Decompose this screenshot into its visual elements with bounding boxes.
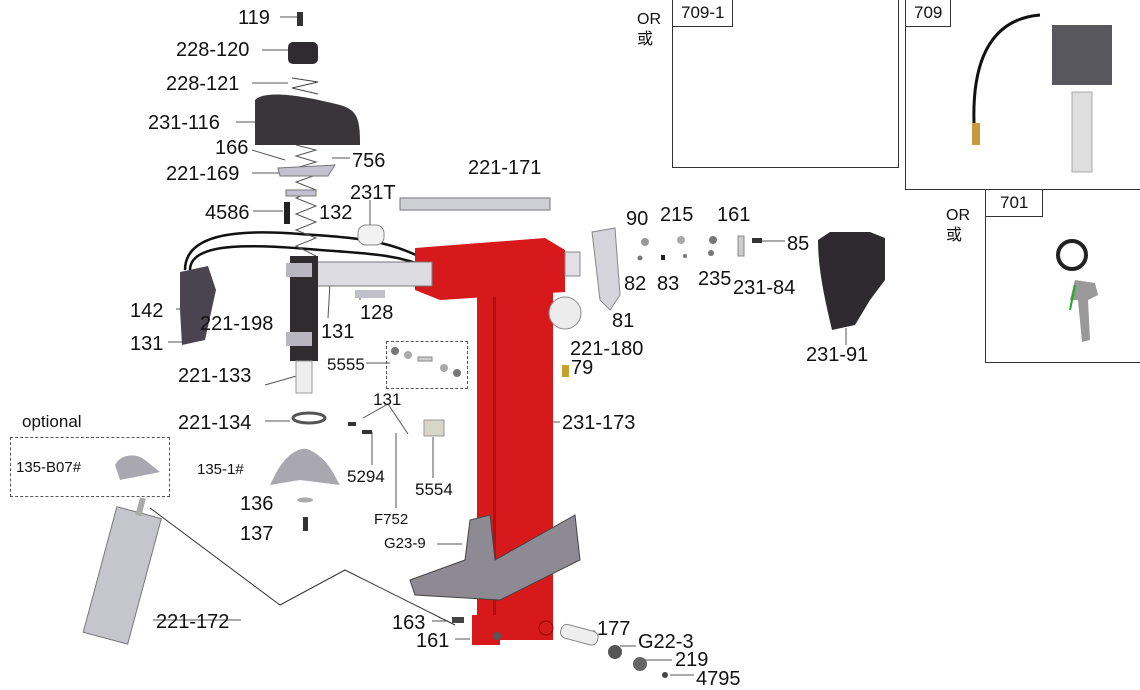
- cylinder-221-172: [82, 497, 162, 645]
- part-label: 235: [698, 268, 732, 290]
- clamp-135-1: [270, 448, 340, 485]
- foot-G23-9: [409, 514, 581, 601]
- part-label: 221-198: [200, 313, 274, 335]
- bracket-142: [180, 266, 216, 345]
- part-label: 161: [717, 204, 751, 226]
- gauge-709-box: 709: [905, 0, 1140, 190]
- handle-231-116: [255, 94, 360, 145]
- part-label: 231-116: [148, 112, 220, 134]
- part-label: 161: [416, 630, 450, 652]
- cable: [188, 244, 431, 271]
- part-label: 221-133: [178, 365, 252, 387]
- part-label: 135-1#: [197, 461, 244, 478]
- gauge-701-box: 701: [985, 189, 1140, 363]
- gauge-709-1-code: 709-1: [673, 0, 734, 27]
- part-label: 231-91: [806, 344, 869, 366]
- part-label: 219: [675, 649, 709, 671]
- part-label: 163: [392, 612, 426, 634]
- part-label: 215: [660, 204, 694, 226]
- plate-81: [591, 227, 621, 311]
- part-label: 177: [597, 618, 631, 640]
- part-label: 142: [130, 300, 164, 322]
- part-label: 221-169: [166, 163, 240, 185]
- pin-177: [559, 623, 599, 646]
- part-label: 135-B07#: [16, 459, 82, 476]
- gauge-701-code: 701: [986, 190, 1044, 217]
- knob-228-120: [288, 42, 318, 64]
- part-label: 5555: [327, 355, 365, 374]
- sensor-231T: [357, 224, 385, 246]
- part-label: 128: [360, 302, 394, 324]
- part-label: 82: [624, 273, 647, 295]
- part-label: 119: [238, 7, 270, 29]
- part-label: G23-9: [384, 535, 426, 552]
- cover-231-91: [818, 232, 885, 330]
- part-label: 90: [626, 208, 649, 230]
- part-label: 132: [319, 202, 353, 224]
- part-label: 85: [787, 233, 810, 255]
- part-label: 4586: [205, 202, 250, 224]
- part-label: 4795: [696, 668, 741, 690]
- clamp-135-B07: [115, 455, 160, 480]
- part-label: G22-3: [638, 631, 694, 653]
- part-label: 81: [612, 310, 635, 332]
- part-label: 5554: [415, 480, 453, 499]
- kit-5555-box: [386, 341, 468, 389]
- part-label: 221-134: [178, 412, 252, 434]
- part-label: 221-171: [468, 157, 542, 179]
- gauge-709-image: [1052, 25, 1112, 85]
- gauge-709-code: 709: [906, 0, 952, 27]
- part-label: 131: [130, 333, 164, 355]
- part-label: 228-120: [176, 39, 250, 61]
- part-label: 83: [657, 273, 680, 295]
- gauge-709-1-box: 709-1: [672, 0, 899, 168]
- part-label: 756: [352, 150, 386, 172]
- part-label: 136: [240, 493, 274, 515]
- part-label: 137: [240, 523, 274, 545]
- swing-arm: [309, 261, 433, 287]
- optional-label: optional: [22, 412, 82, 431]
- part-label: 5294: [347, 467, 385, 486]
- part-label: 131: [373, 390, 402, 409]
- rod-221-171: [399, 197, 551, 211]
- optional-box: [10, 437, 170, 497]
- part-label: 221-172: [156, 611, 230, 633]
- part-label: 231-84: [733, 277, 796, 299]
- gauge-221-180: [548, 296, 582, 330]
- part-label: F752: [374, 511, 409, 528]
- spring: [294, 144, 318, 257]
- part-label: 231T: [350, 182, 396, 204]
- part-label: 79: [571, 357, 594, 379]
- air-hose-line: [149, 507, 456, 626]
- part-label: 228-121: [166, 73, 240, 95]
- leader-lines: [153, 16, 847, 676]
- gauge-701-image: [1056, 239, 1088, 271]
- part-label: 131: [321, 321, 355, 343]
- column-head: [415, 238, 565, 300]
- part-label: 231-173: [562, 412, 636, 434]
- cable: [183, 231, 431, 271]
- block-5554: [423, 419, 445, 437]
- part-label: 221-180: [570, 338, 644, 360]
- part-label: 166: [215, 137, 249, 159]
